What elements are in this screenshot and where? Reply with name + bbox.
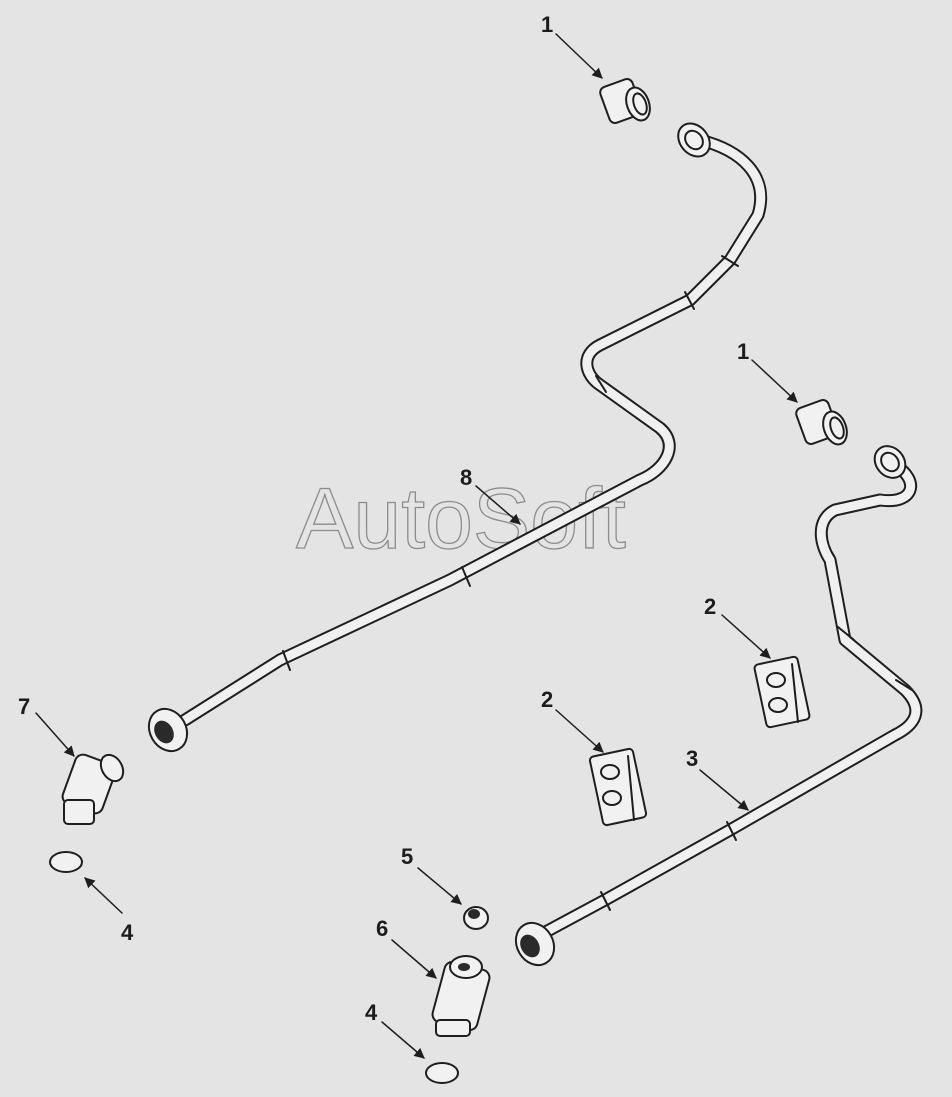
callout-5: 5	[401, 844, 413, 869]
pipe-8	[147, 122, 768, 753]
callout-2-right: 2	[704, 594, 716, 619]
callout-4-left: 4	[121, 920, 134, 945]
callout-4-right: 4	[365, 1000, 378, 1025]
part-6-tee-fitting	[431, 955, 491, 1037]
part-5-cap	[463, 906, 489, 930]
callout-7: 7	[18, 694, 30, 719]
part-1-upper	[599, 78, 651, 124]
callout-3: 3	[686, 746, 698, 771]
callout-1-lower: 1	[737, 339, 749, 364]
callout-6: 6	[376, 916, 388, 941]
pipe-3	[514, 445, 923, 967]
part-2-right-clamp	[753, 655, 811, 729]
part-1-lower	[795, 399, 848, 446]
callout-8: 8	[460, 465, 472, 490]
leader-arrows	[35, 33, 798, 1059]
part-7-elbow-fitting	[61, 753, 125, 825]
part-4-o-ring-left	[49, 851, 83, 873]
callout-1-upper: 1	[541, 12, 553, 37]
part-4-o-ring-right	[425, 1062, 459, 1084]
part-2-left-clamp	[588, 747, 648, 827]
callout-2-left: 2	[541, 687, 553, 712]
